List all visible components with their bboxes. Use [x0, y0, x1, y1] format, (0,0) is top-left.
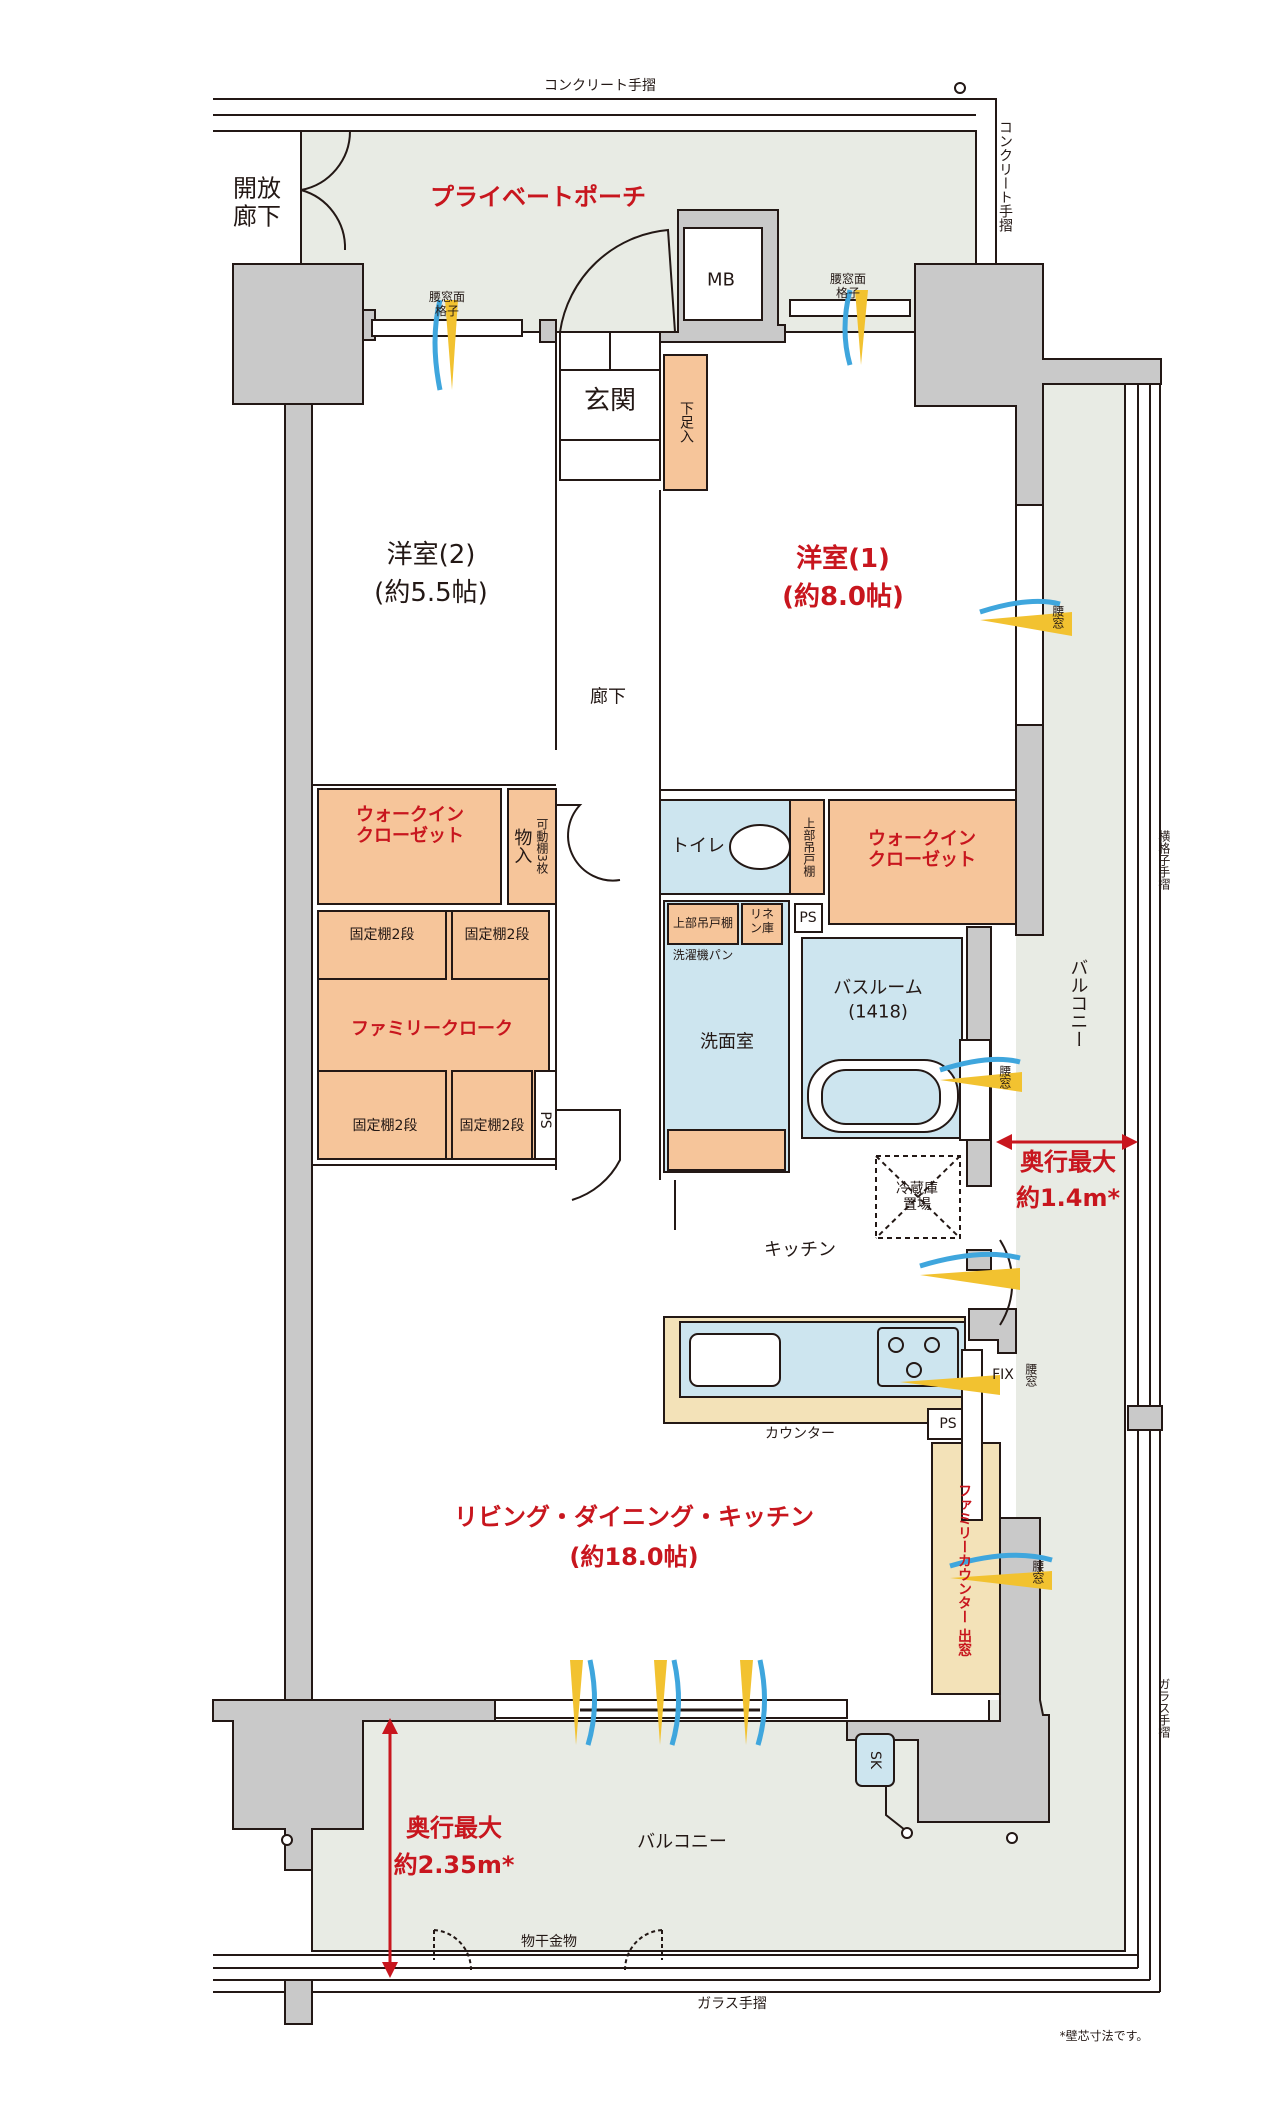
sk-sink: [855, 1733, 895, 1787]
fixed-shelf-label: 固定棚2段: [464, 926, 530, 943]
linen-storage-label: リネン庫: [749, 907, 774, 935]
right-top-railing-label: コンクリート手摺: [997, 120, 1014, 232]
family-counter-label: ファミリーカウンター 出窓: [956, 1483, 973, 1657]
depth-bottom-value: 約2.35m*: [393, 1851, 515, 1880]
ps-label: PS: [939, 1415, 957, 1432]
fix-window-label: FIX: [992, 1366, 1014, 1383]
depth-right-title: 奥行最大: [1020, 1148, 1116, 1177]
porch-label: プライベートポーチ: [430, 183, 646, 212]
storage-shelf-label: 可動棚3枚: [534, 818, 549, 874]
shoe-storage: [663, 354, 708, 491]
bottom-railing-label: ガラス手摺: [697, 1995, 767, 2012]
western-room-1-size: (約8.0帖): [782, 582, 904, 613]
sk-label: SK: [867, 1750, 884, 1770]
ventilation-markers: [432, 289, 1072, 1746]
fixed-shelf-label: 固定棚2段: [352, 1117, 418, 1134]
hallway-label: 廊下: [590, 686, 626, 708]
kitchen-label: キッチン: [764, 1239, 836, 1261]
washroom-label: 洗面室: [700, 1031, 754, 1053]
bathroom-label: バスルーム: [833, 977, 923, 999]
family-cloak-label: ファミリークローク: [351, 1018, 513, 1040]
western-room-2-size: (約5.5帖): [374, 578, 488, 609]
right-glass-railing-label: ガラス手摺: [1156, 1678, 1171, 1738]
balcony-bottom-label: バルコニー: [637, 1831, 727, 1853]
bathroom-size: (1418): [848, 1001, 908, 1023]
washer-pan-label: 洗濯機パン: [672, 948, 734, 963]
balcony-right-label: バルコニー: [1067, 958, 1089, 1048]
toilet-label: トイレ: [671, 835, 725, 857]
entrance-label: 玄関: [583, 386, 637, 417]
depth-bottom-title: 奥行最大: [406, 1814, 502, 1843]
depth-right-value: 約1.4m*: [1015, 1184, 1121, 1213]
waist-window-label: 腰窓: [997, 1065, 1012, 1089]
open-corridor-label: 開放廊下: [233, 174, 281, 230]
lattice-railing-label: 横格子手摺: [1156, 830, 1171, 890]
waist-window-label: 腰窓: [1050, 605, 1065, 629]
ps-label: PS: [799, 909, 817, 926]
walk-in-closet-right-label: ウォークイン クローゼット: [868, 828, 976, 870]
top-railing: [213, 98, 997, 264]
western-room-2-name: 洋室(2): [386, 540, 476, 571]
fixed-shelf-label: 固定棚2段: [459, 1117, 525, 1134]
waist-window-label: 腰窓: [1030, 1560, 1045, 1584]
ps-label: PS: [537, 1111, 554, 1129]
counter-label: カウンター: [765, 1425, 835, 1442]
ldk-size: (約18.0帖): [569, 1543, 699, 1572]
walk-in-closet-left-label: ウォークイン クローゼット: [356, 804, 464, 846]
fixed-shelf-label: 固定棚2段: [349, 926, 415, 943]
waist-window-label: 腰窓: [1023, 1363, 1038, 1387]
footnote: *壁芯寸法です。: [1059, 2029, 1149, 2044]
shoe-storage-label: 下足入: [678, 401, 695, 443]
laundry-hanger-label: 物干金物: [521, 1933, 577, 1950]
mb-closet: [683, 227, 763, 321]
lattice-window-label: 腰窓面格子: [829, 272, 866, 300]
lattice-window-label: 腰窓面格子: [428, 290, 465, 318]
washroom-cabinet-label: 上部吊戸棚: [672, 916, 734, 931]
fridge-space-label: 冷蔵庫置場: [896, 1180, 938, 1213]
mb-label: MB: [707, 269, 735, 291]
ldk-name: リビング・ダイニング・キッチン: [454, 1503, 814, 1532]
top-railing-label: コンクリート手摺: [544, 77, 656, 94]
toilet-cabinet-label: 上部吊戸棚: [801, 817, 816, 877]
western-room-1-name: 洋室(1): [796, 544, 890, 575]
storage-label: 物入: [511, 828, 533, 864]
